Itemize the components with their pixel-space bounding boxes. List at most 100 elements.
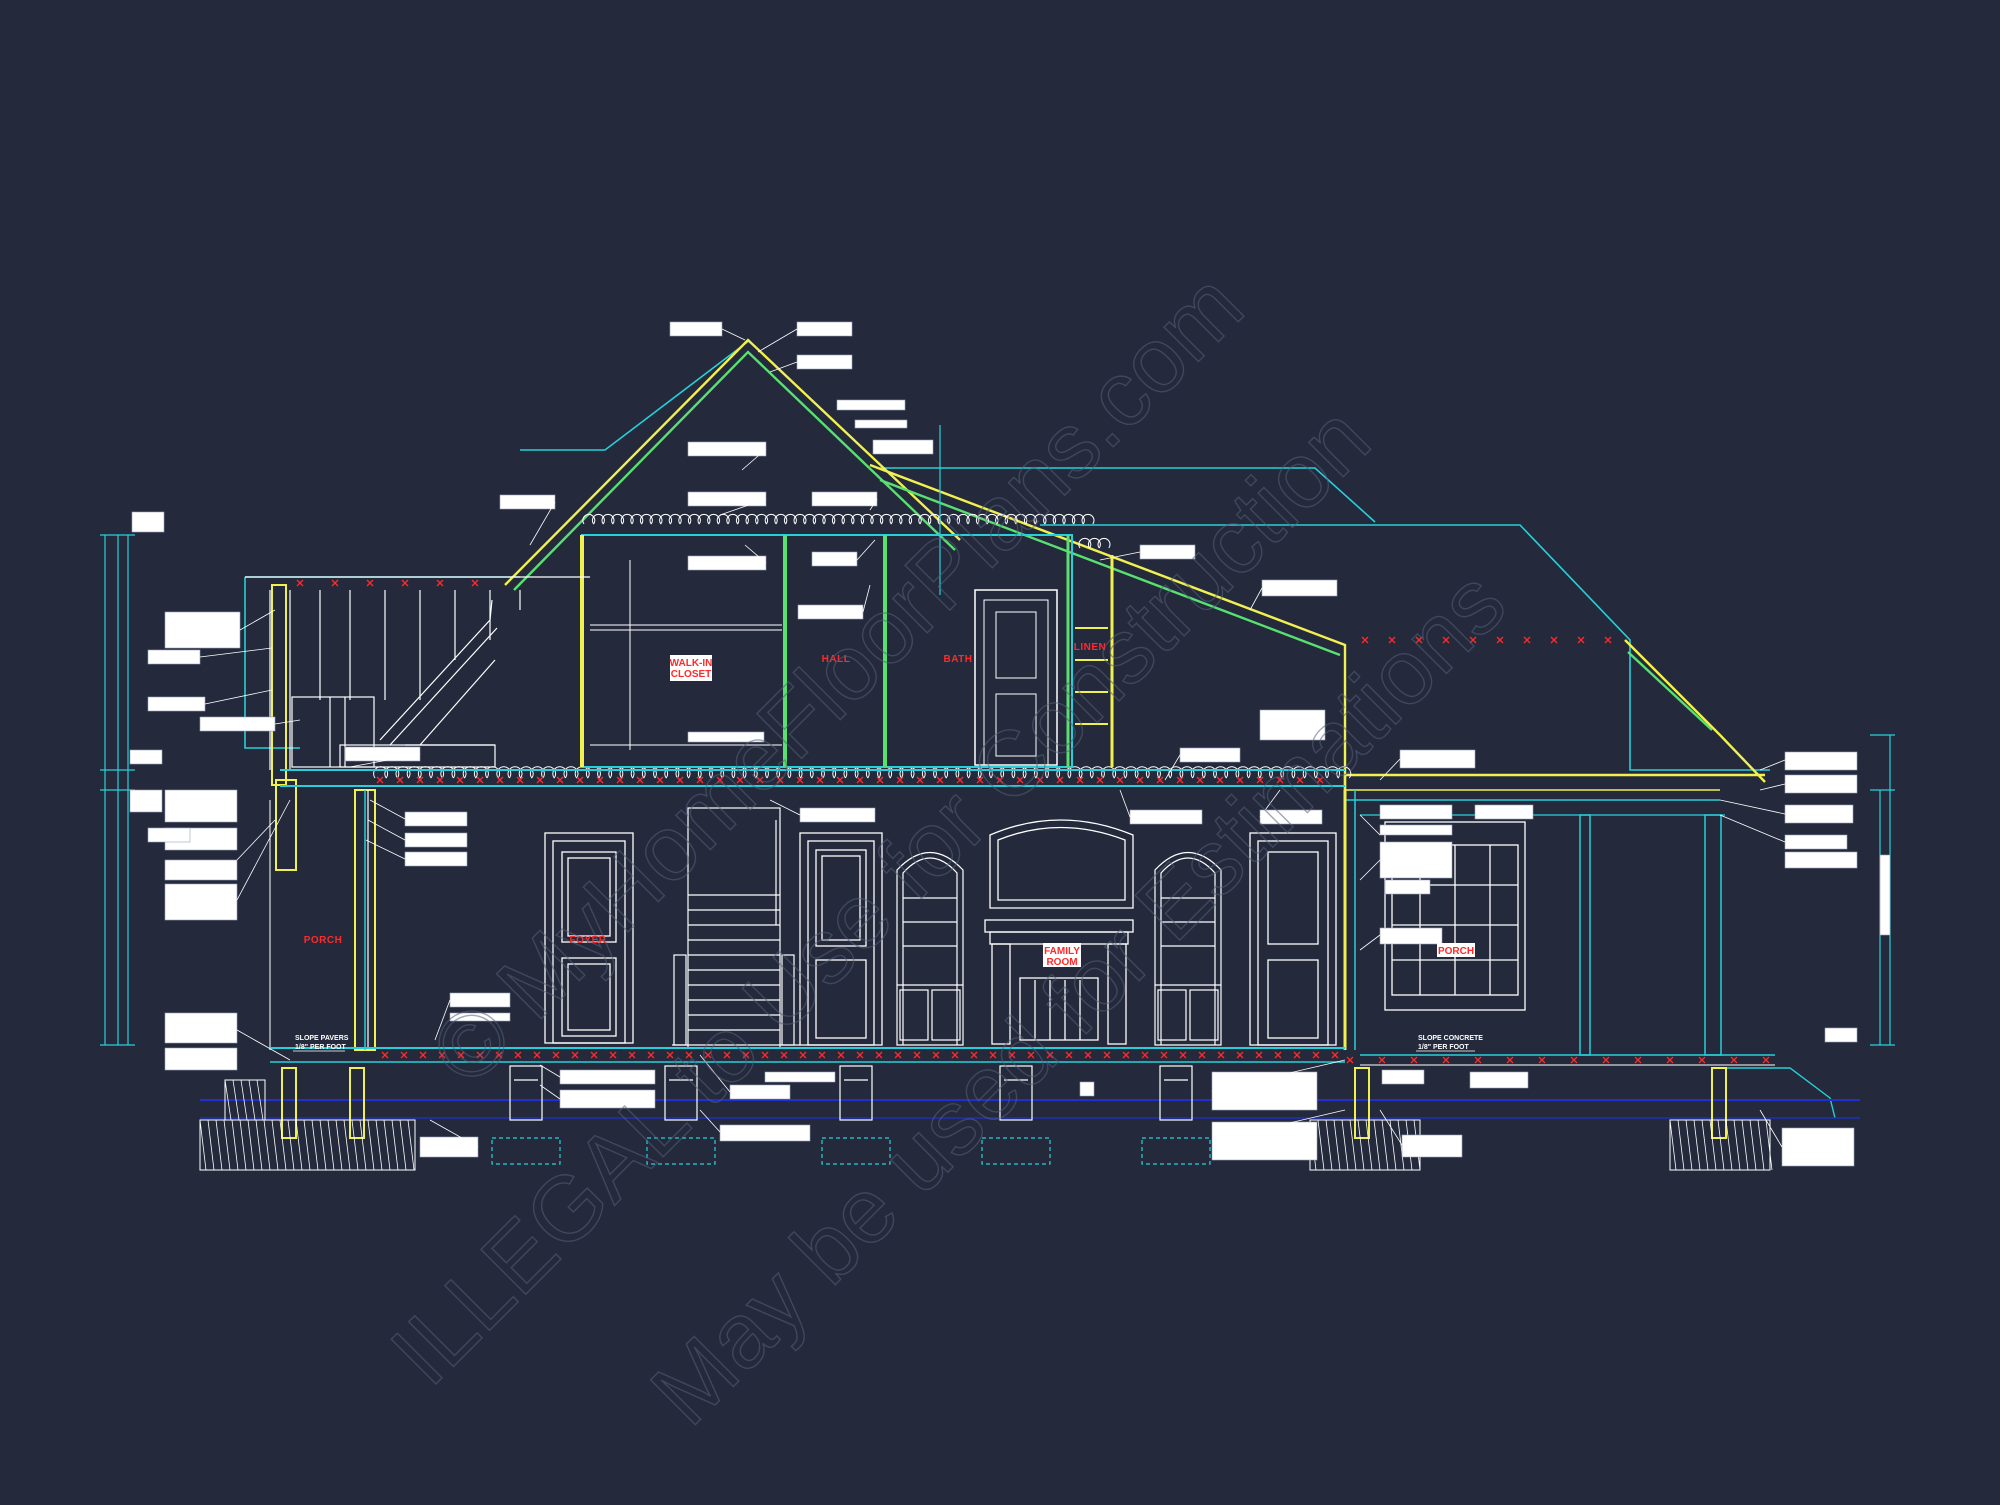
- fastener-tick: [996, 776, 1004, 784]
- foundation-footings: [491, 1137, 1211, 1165]
- gravel-hatch-line: [1381, 1119, 1389, 1171]
- note-placard: [1399, 749, 1476, 769]
- leader-line: [1759, 783, 1786, 791]
- fastener-tick: [956, 776, 964, 784]
- fastener-tick: [1084, 1051, 1092, 1059]
- gravel-hatch-line: [223, 1119, 231, 1171]
- fastener-tick: [1236, 776, 1244, 784]
- leader-line: [721, 328, 746, 341]
- fastener-tick: [1176, 776, 1184, 784]
- leader-line: [1759, 759, 1786, 771]
- leader-line: [349, 753, 421, 768]
- note-placard: [1469, 1071, 1529, 1089]
- fastener-tick: [1442, 636, 1450, 644]
- fastener-tick: [1469, 636, 1477, 644]
- note-placard: [164, 1012, 238, 1044]
- fastener-tick: [476, 776, 484, 784]
- gravel-hatch-line: [199, 1119, 207, 1171]
- note-placard: [799, 807, 876, 823]
- leader-line: [369, 799, 406, 820]
- note-placard: [1784, 804, 1854, 824]
- fastener-tick: [856, 1051, 864, 1059]
- fastener-tick: [932, 1051, 940, 1059]
- porch-left-label: PORCH: [304, 935, 343, 946]
- fastener-tick: [1160, 1051, 1168, 1059]
- note-placard: [687, 491, 767, 507]
- perimeter-pier: [349, 1067, 365, 1139]
- fastener-tick: [416, 776, 424, 784]
- second-floor-deck: [280, 769, 1720, 801]
- fastener-tick: [836, 776, 844, 784]
- gravel-hatch-line: [335, 1119, 343, 1171]
- fastener-tick: [1198, 1051, 1206, 1059]
- porch-right-label-box: [1437, 943, 1475, 957]
- gravel-hatch-line: [391, 1119, 399, 1171]
- fastener-tick: [1506, 1056, 1514, 1064]
- slope-concrete-note: SLOPE CONCRETE: [1418, 1035, 1483, 1042]
- gravel-hatch-line: [1749, 1119, 1757, 1171]
- gravel-hatch-line: [1741, 1119, 1749, 1171]
- note-placard: [854, 419, 908, 429]
- fastener-tick: [916, 776, 924, 784]
- leader-line: [204, 689, 273, 705]
- leader-line: [1119, 789, 1131, 818]
- gravel-hatch-line: [319, 1119, 327, 1171]
- callout-notes: [129, 321, 1891, 1167]
- fastener-tick: [636, 776, 644, 784]
- fastener-tick: [799, 1051, 807, 1059]
- leader-line: [365, 839, 406, 860]
- gravel-hatch-line: [255, 1119, 263, 1171]
- leader-line: [1259, 789, 1281, 818]
- gravel-hatch-line: [1389, 1119, 1397, 1171]
- gravel-hatch-line: [1317, 1119, 1325, 1171]
- fastener-tick: [1346, 1056, 1354, 1064]
- footing: [491, 1137, 561, 1165]
- leader-line: [699, 1054, 731, 1093]
- floor-insulation: [373, 766, 1352, 779]
- leader-line: [856, 539, 876, 561]
- note-placard: [147, 696, 206, 712]
- gravel-hatch-line: [351, 1119, 359, 1171]
- note-placard: [131, 511, 165, 533]
- fastener-tick: [1136, 776, 1144, 784]
- gravel-hatch-line: [239, 1119, 247, 1171]
- fastener-tick: [1217, 1051, 1225, 1059]
- leader-line: [1099, 551, 1141, 561]
- fastener-tick: [1730, 1056, 1738, 1064]
- fastener-tick: [1361, 636, 1369, 644]
- gravel-hatch-line: [1341, 1119, 1349, 1171]
- gravel-hatch-line: [240, 1079, 248, 1121]
- fastener-tick: [1046, 1051, 1054, 1059]
- leader-line: [1359, 934, 1381, 951]
- fastener-tick: [436, 776, 444, 784]
- leader-line: [1759, 1109, 1783, 1148]
- left-exterior-wall: [271, 584, 376, 1051]
- fastener-tick: [1008, 1051, 1016, 1059]
- gravel-hatch-line: [343, 1119, 351, 1171]
- leader-line: [757, 328, 798, 353]
- note-placard: [1781, 1127, 1855, 1167]
- fastener-tick: [571, 1051, 579, 1059]
- fastener-tick: [742, 1051, 750, 1059]
- fastener-tick: [1604, 636, 1612, 644]
- leader-line: [1359, 859, 1381, 881]
- gravel-hatch-line: [248, 1079, 256, 1121]
- note-placard: [836, 399, 906, 411]
- leader-line: [1719, 814, 1786, 843]
- fastener-tick: [894, 1051, 902, 1059]
- gravel-hatch-line: [263, 1119, 271, 1171]
- gravel-hatch-line: [1717, 1119, 1725, 1171]
- fastener-tick: [1096, 776, 1104, 784]
- fastener-tick: [876, 776, 884, 784]
- slope-concrete-note-line2: 1/8" PER FOOT: [1418, 1044, 1469, 1051]
- note-placard: [764, 1071, 836, 1083]
- fastener-tick: [616, 776, 624, 784]
- fastener-tick: [1036, 776, 1044, 784]
- gravel-hatch-line: [367, 1119, 375, 1171]
- fastener-tick: [1331, 1051, 1339, 1059]
- walk-in-closet-label-box: [670, 655, 712, 681]
- fastener-tick: [1274, 1051, 1282, 1059]
- leader-line: [367, 819, 406, 841]
- note-placard: [669, 321, 723, 337]
- gravel-hatch-line: [256, 1079, 264, 1121]
